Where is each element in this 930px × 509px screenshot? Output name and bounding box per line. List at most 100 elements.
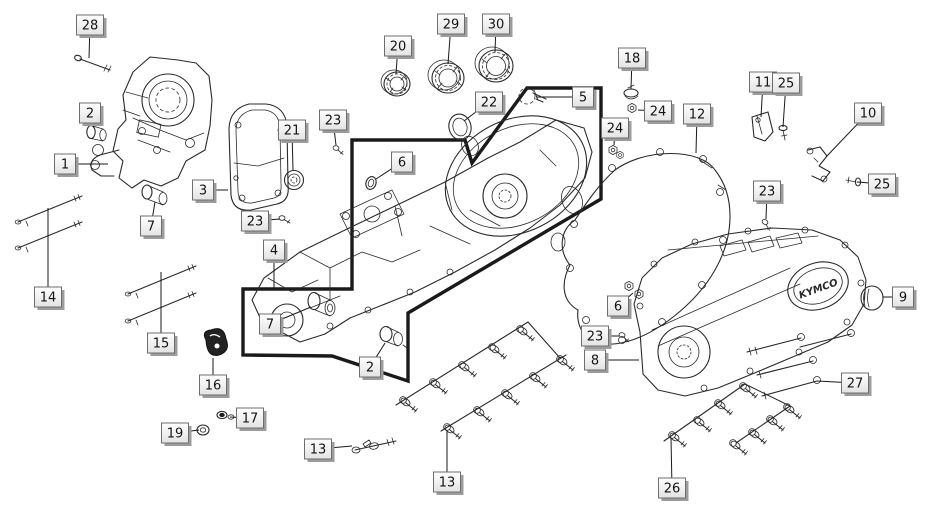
callout-number: 28 — [82, 19, 99, 34]
callout-box — [683, 103, 711, 125]
callout-25-29[interactable]: 25 — [772, 72, 803, 96]
callout-4-19[interactable]: 4 — [263, 239, 288, 263]
callout-23-32[interactable]: 23 — [753, 180, 784, 204]
callout-7-20[interactable]: 7 — [259, 313, 284, 337]
part-18-drawing — [623, 84, 639, 113]
callout-box — [772, 72, 800, 94]
callout-number: 7 — [147, 220, 155, 235]
callout-box — [607, 295, 629, 317]
callout-number: 6 — [398, 156, 406, 171]
callout-23-17[interactable]: 23 — [319, 109, 350, 133]
callout-29-13[interactable]: 29 — [437, 13, 468, 37]
callout-number: 17 — [242, 412, 259, 427]
oil-seal-21-drawing — [283, 169, 305, 191]
callout-number: 24 — [650, 105, 667, 120]
callout-box — [581, 325, 609, 347]
callout-box — [482, 13, 510, 35]
callout-number: 23 — [325, 114, 342, 129]
callout-21-4[interactable]: 21 — [278, 119, 309, 143]
callout-2-1[interactable]: 2 — [79, 102, 104, 126]
bearing-29-drawing — [427, 59, 465, 94]
callout-box — [433, 471, 461, 493]
callout-box — [572, 86, 594, 108]
screw-25b-drawing — [845, 176, 862, 187]
callout-number: 25 — [874, 178, 891, 193]
callout-number: 10 — [860, 107, 877, 122]
callout-7-6[interactable]: 7 — [140, 215, 165, 239]
kymco-logo: KYMCO — [797, 277, 840, 301]
callout-number: 13 — [310, 443, 327, 458]
callout-30-14[interactable]: 30 — [482, 13, 513, 37]
callout-23-34[interactable]: 23 — [581, 325, 612, 349]
callout-9-36[interactable]: 9 — [892, 286, 917, 310]
callout-box — [841, 372, 869, 394]
callout-14-7[interactable]: 14 — [34, 286, 65, 310]
callout-25-31[interactable]: 25 — [868, 173, 899, 197]
callout-22-15[interactable]: 22 — [475, 91, 506, 115]
long-bolts-27 — [746, 329, 855, 400]
callout-number: 19 — [167, 427, 184, 442]
callout-19-11[interactable]: 19 — [161, 422, 192, 446]
callout-12-27[interactable]: 12 — [683, 103, 714, 127]
callout-box — [236, 407, 264, 429]
callout-number: 25 — [778, 77, 795, 92]
callout-number: 5 — [579, 91, 587, 106]
callout-number: 27 — [847, 377, 864, 392]
callout-box — [892, 286, 914, 308]
callout-10-30[interactable]: 10 — [854, 102, 885, 126]
callout-8-35[interactable]: 8 — [584, 349, 609, 373]
callout-number: 15 — [153, 337, 170, 352]
callout-6-18[interactable]: 6 — [391, 151, 416, 175]
nut-24b-drawing — [608, 144, 624, 159]
callout-28-0[interactable]: 28 — [76, 14, 107, 38]
callout-box — [76, 14, 104, 36]
bolt-17-drawing — [216, 410, 235, 420]
callout-20-12[interactable]: 20 — [384, 35, 415, 59]
callout-26-38[interactable]: 26 — [658, 477, 689, 501]
callout-13-22[interactable]: 13 — [304, 438, 335, 462]
callout-6-33[interactable]: 6 — [607, 295, 632, 319]
cvt-cover-drawing: KYMCO — [633, 226, 867, 397]
callout-1-2[interactable]: 1 — [54, 153, 79, 177]
callout-box — [437, 13, 465, 35]
callout-18-24[interactable]: 18 — [618, 47, 649, 71]
callout-23-5[interactable]: 23 — [241, 210, 272, 234]
callout-number: 9 — [899, 291, 907, 306]
callout-box — [854, 102, 882, 124]
bolt-13a-drawing — [351, 437, 397, 454]
screw-23b-drawing — [278, 215, 291, 224]
callout-number: 23 — [247, 215, 264, 230]
callout-number: 21 — [284, 124, 301, 139]
callout-2-21[interactable]: 2 — [359, 356, 384, 380]
callout-number: 18 — [624, 52, 641, 67]
callout-number: 13 — [439, 476, 456, 491]
callout-15-8[interactable]: 15 — [147, 332, 178, 356]
callout-box — [34, 286, 62, 308]
callout-number: 30 — [488, 18, 505, 33]
callout-number: 16 — [205, 379, 222, 394]
callout-17-10[interactable]: 17 — [236, 407, 267, 431]
oring-6-drawing — [365, 176, 377, 190]
callout-16-9[interactable]: 16 — [199, 374, 230, 398]
plug-part-upper — [86, 124, 107, 142]
callout-number: 23 — [759, 185, 776, 200]
callout-box — [140, 215, 162, 237]
callout-13-23[interactable]: 13 — [433, 471, 464, 495]
callout-27-37[interactable]: 27 — [841, 372, 872, 396]
callout-box — [304, 438, 332, 460]
screw-25a-drawing — [778, 124, 788, 141]
callout-24-26[interactable]: 24 — [601, 117, 632, 141]
oil-seal-22-drawing — [448, 113, 472, 141]
callout-box — [658, 477, 686, 499]
callout-3-3[interactable]: 3 — [192, 179, 217, 203]
bushing-7b-drawing — [307, 291, 336, 317]
callout-number: 20 — [390, 40, 407, 55]
studs-14-drawing — [14, 194, 83, 253]
callout-24-25[interactable]: 24 — [644, 100, 675, 124]
callout-box — [601, 117, 629, 139]
callout-box — [192, 179, 214, 201]
callout-number: 23 — [587, 330, 604, 345]
callout-box — [319, 109, 347, 131]
callout-5-16[interactable]: 5 — [572, 86, 597, 110]
